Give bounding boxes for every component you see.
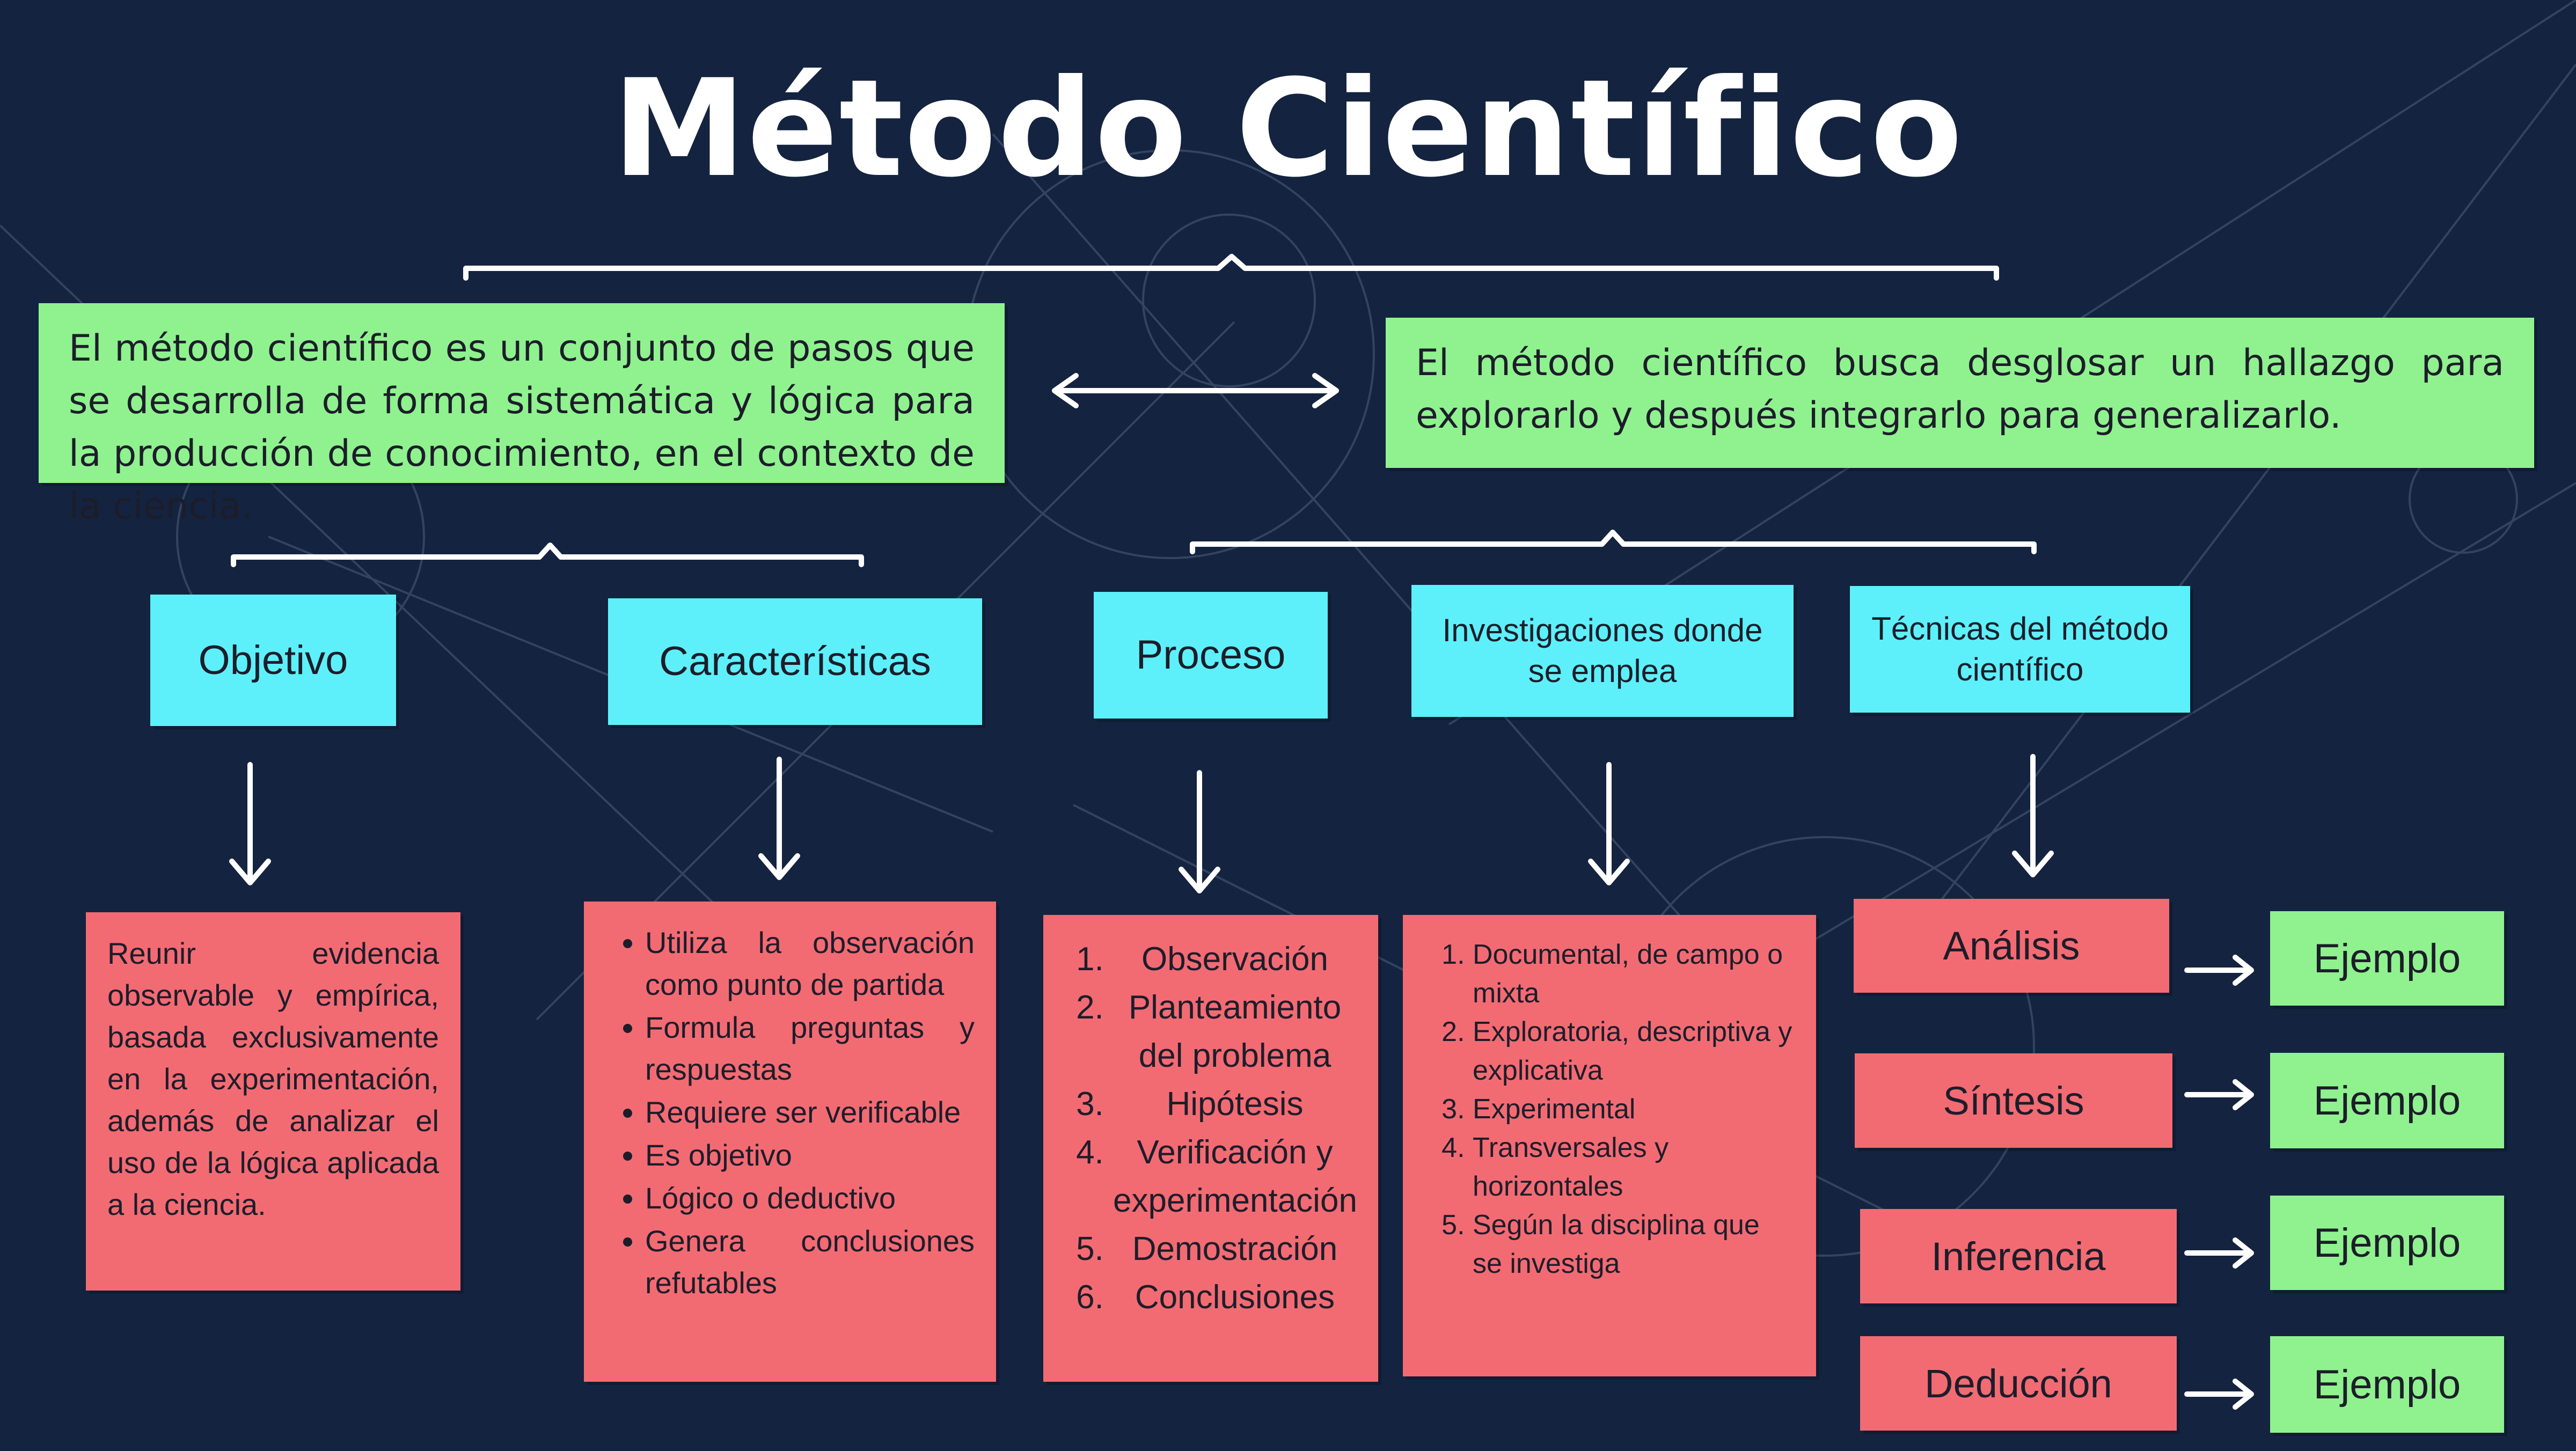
list-item: Conclusiones [1113,1273,1357,1322]
process-brace [1190,530,2037,554]
title-brace [463,254,1999,281]
proceso-list: Observación Planteamiento del problema H… [1065,935,1357,1322]
arrow-right-3 [2184,1237,2254,1269]
category-proceso: Proceso [1094,592,1328,719]
arrow-right-2 [2184,1079,2254,1110]
category-investigaciones: Investigaciones donde se emplea [1411,585,1794,717]
proceso-panel: Observación Planteamiento del problema H… [1043,915,1378,1382]
list-item: Transversales y horizontales [1473,1128,1795,1206]
category-caracteristicas: Características [608,598,982,725]
tecnica-sintesis: Síntesis [1855,1053,2172,1148]
list-item: Es objetivo [645,1134,975,1176]
arrow-right-4 [2184,1379,2254,1410]
ejemplo-inferencia: Ejemplo [2270,1196,2504,1290]
intro-right-box: El método científico busca desglosar un … [1386,318,2534,468]
arrow-down-proceso [1179,770,1220,893]
ejemplo-analisis: Ejemplo [2270,911,2504,1006]
caracteristicas-panel: Utiliza la observación como punto de par… [584,902,996,1382]
list-item: Verificación y experimentación [1113,1128,1357,1225]
objetivo-text: Reunir evidencia observable y empírica, … [107,936,439,1221]
list-item: Hipótesis [1113,1080,1357,1128]
list-item: Formula preguntas y respuestas [645,1007,975,1090]
list-item: Según la disciplina que se investiga [1473,1206,1795,1283]
list-item: Observación [1113,935,1357,984]
list-item: Lógico o deductivo [645,1177,975,1219]
list-item: Requiere ser verificable [645,1091,975,1133]
objective-brace [231,543,864,567]
tecnica-deduccion: Deducción [1860,1336,2177,1431]
arrow-down-investigaciones [1588,762,1630,885]
category-objetivo: Objetivo [150,595,396,726]
arrow-down-objetivo [229,762,271,885]
tecnica-inferencia: Inferencia [1860,1209,2177,1303]
caracteristicas-list: Utiliza la observación como punto de par… [605,922,975,1304]
list-item: Planteamiento del problema [1113,984,1357,1080]
ejemplo-sintesis: Ejemplo [2270,1053,2504,1148]
list-item: Documental, de campo o mixta [1473,935,1795,1013]
tecnica-analisis: Análisis [1854,899,2169,993]
list-item: Genera conclusiones refutables [645,1220,975,1304]
intro-left-box: El método científico es un conjunto de p… [39,303,1005,527]
ejemplo-deduccion: Ejemplo [2270,1336,2504,1433]
list-item: Utiliza la observación como punto de par… [645,922,975,1006]
list-item: Experimental [1473,1090,1795,1128]
arrow-down-tecnicas [2012,754,2054,877]
category-tecnicas: Técnicas del método científico [1850,586,2190,713]
list-item: Demostración [1113,1225,1357,1273]
list-item: Exploratoria, descriptiva y explicativa [1473,1013,1795,1090]
investigaciones-panel: Documental, de campo o mixta Exploratori… [1403,915,1816,1376]
arrow-down-caracteristicas [758,757,800,880]
double-arrow [1052,373,1339,408]
arrow-right-1 [2184,955,2254,986]
investigaciones-list: Documental, de campo o mixta Exploratori… [1424,935,1795,1283]
objetivo-panel: Reunir evidencia observable y empírica, … [86,912,460,1291]
page-title: Método Científico [612,50,1964,207]
